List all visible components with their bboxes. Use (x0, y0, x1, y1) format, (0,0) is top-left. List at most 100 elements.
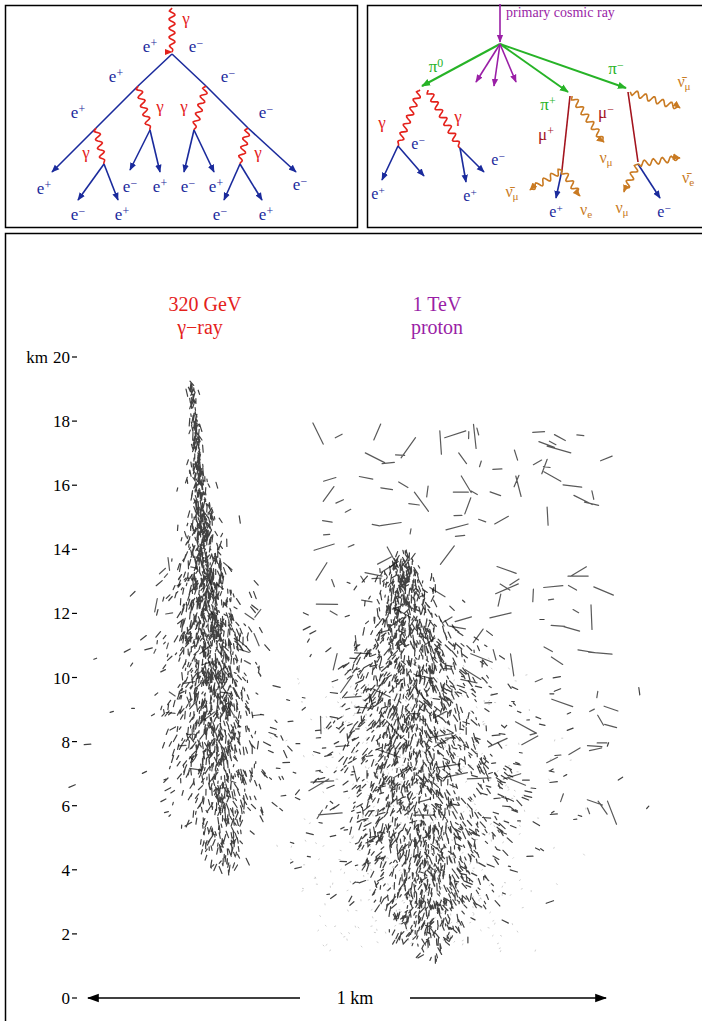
symbol: e (37, 179, 45, 198)
proton-shower (69, 550, 649, 963)
scale-label: 1 km (337, 989, 374, 1007)
charge-mark: − (418, 134, 424, 146)
flavour-mark: μ (685, 80, 691, 92)
flavour-mark: μ (513, 190, 519, 202)
particle-label: e+ (463, 188, 476, 204)
charge-mark: + (78, 101, 85, 115)
particle-label: γ (180, 98, 188, 115)
particle-label: e− (411, 136, 424, 152)
tick-mark (72, 356, 77, 357)
symbol: ν (615, 199, 622, 216)
particle-track (382, 146, 398, 180)
symbol: e (189, 37, 197, 56)
charge-mark: − (196, 35, 203, 49)
particle-label: e+ (209, 178, 223, 195)
particle-label: e− (259, 104, 273, 121)
particle-label: e− (293, 176, 307, 193)
particle-track (172, 54, 206, 86)
axis-tick-label: 2 (62, 925, 71, 942)
particle-track (96, 86, 138, 128)
particle-label: γ (156, 98, 164, 115)
wavy-track (624, 164, 638, 192)
particle-label: e+ (371, 186, 384, 202)
symbol: e (293, 175, 301, 194)
axis-tick-label: 16 (53, 477, 70, 494)
particle-label: e+ (115, 206, 129, 223)
charge-mark: + (549, 93, 556, 107)
particle-label: e− (657, 204, 670, 220)
particle-track (240, 164, 262, 200)
symbol: e (213, 205, 221, 224)
particle-label: νe (580, 202, 592, 218)
shower-particle: γ−ray (177, 317, 223, 337)
particle-track (460, 148, 466, 182)
symbol: e (259, 103, 267, 122)
particle-label: ν̄μ (505, 184, 518, 200)
shower-energy: 1 TeV (413, 294, 462, 314)
charge-mark: + (160, 175, 167, 189)
flavour-mark: μ (623, 206, 629, 218)
tick-mark (72, 805, 77, 806)
charge-mark: + (547, 123, 554, 137)
cascade-lines (52, 4, 680, 200)
panel-frame (6, 6, 358, 228)
flavour-mark: e (689, 176, 694, 188)
charge-mark: + (216, 175, 223, 189)
symbol: π (608, 59, 617, 78)
scale-arrow (410, 997, 606, 998)
particle-track (184, 130, 194, 172)
tick-mark (72, 549, 77, 550)
particle-label: γ (254, 144, 262, 161)
charge-mark: + (116, 65, 123, 79)
panel-frame (368, 6, 702, 228)
symbol: e (109, 67, 117, 86)
symbol: e (115, 205, 123, 224)
symbol: e (221, 67, 229, 86)
particle-label: π− (608, 60, 623, 77)
shower-particle: proton (411, 317, 463, 337)
tick-mark (72, 997, 77, 998)
wavy-track (94, 128, 104, 164)
particle-label: γ (378, 114, 386, 131)
charge-mark: + (378, 184, 384, 196)
flavour-mark: e (587, 208, 592, 220)
particle-track (500, 44, 568, 92)
axis-tick-label: 0 (62, 990, 71, 1007)
particle-track (78, 164, 104, 200)
symbol: ν̄ (677, 73, 684, 90)
charge-mark: + (122, 203, 129, 217)
wavy-track (530, 169, 562, 190)
wavy-track (630, 91, 680, 108)
particle-label: μ− (598, 104, 614, 121)
charge-mark: + (556, 202, 562, 214)
symbol: ν (580, 201, 587, 218)
shower-dots (244, 658, 586, 952)
particle-label: e+ (549, 204, 562, 220)
particle-track (224, 164, 240, 200)
symbol: e (209, 177, 217, 196)
tick-mark (72, 485, 77, 486)
charge-mark: − (664, 202, 670, 214)
particle-track (562, 96, 570, 170)
gamma-shower (84, 381, 333, 875)
wavy-track (169, 8, 175, 52)
particle-label: e+ (153, 178, 167, 195)
symbol: e (549, 203, 556, 220)
particle-label: e+ (37, 180, 51, 197)
symbol: ν̄ (682, 169, 689, 186)
axis-tick-label: 18 (53, 413, 70, 430)
symbol: π (429, 57, 438, 76)
axis-tick-label: 14 (53, 541, 70, 558)
particle-label: νμ (615, 200, 628, 216)
symbol: e (181, 177, 189, 196)
charge-mark: + (266, 203, 273, 217)
wavy-track (239, 128, 250, 164)
symbol: e (657, 203, 664, 220)
particle-label: e+ (109, 68, 123, 85)
axis-tick-label: 4 (62, 861, 71, 878)
particle-track (138, 54, 172, 86)
axis-tick-label: 8 (62, 733, 71, 750)
particle-track (422, 44, 500, 86)
scale-arrow (88, 997, 300, 998)
